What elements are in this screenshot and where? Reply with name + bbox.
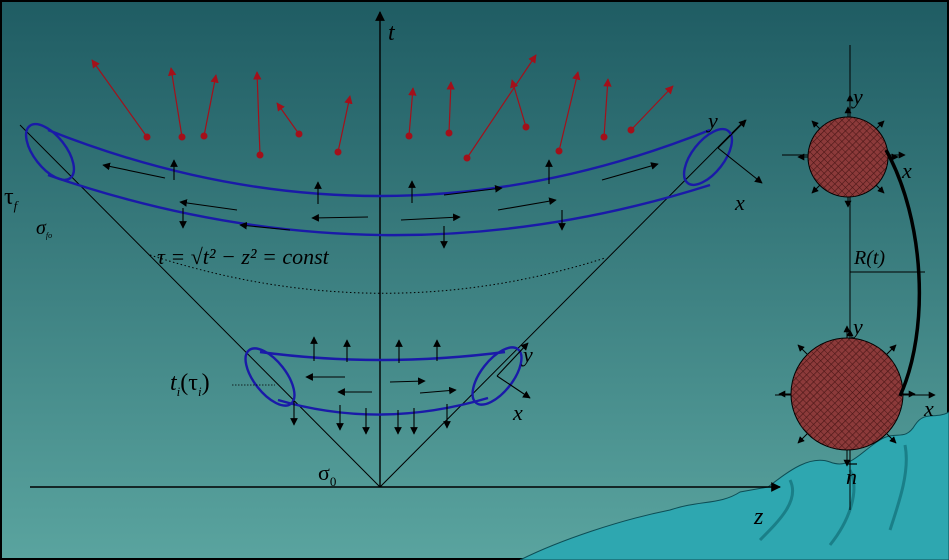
lower-flow-arrows (290, 336, 457, 435)
upper-y-label: y (706, 108, 718, 133)
mountain-shading (758, 444, 908, 546)
ti-main: t (170, 370, 178, 396)
disk-bottom-x-label: x (923, 396, 934, 421)
upper-x-label: x (734, 190, 745, 215)
ti-arg-sub: i (198, 384, 202, 399)
ti-sub: i (177, 384, 181, 399)
mountain-decoration (519, 411, 949, 560)
sigma-0-subscript: 0 (330, 474, 337, 489)
upper-flow-arrows (102, 162, 659, 231)
upper-vertical-arrows (170, 159, 566, 249)
radius-growth-curve (884, 149, 922, 397)
tau-f-subscript: f (14, 198, 20, 213)
ti-arg: (τ (180, 370, 198, 396)
tau-f-label: τf (4, 184, 20, 213)
particle-dots (143, 123, 635, 162)
ti-close: ) (202, 370, 210, 396)
sigma-0-label: σ0 (318, 460, 336, 489)
disk-bottom-y-label: y (851, 314, 863, 339)
sigma-fo-symbol: σ (36, 217, 47, 239)
tau-f-symbol: τ (4, 184, 14, 210)
constant-tau-hyperbola (149, 254, 606, 294)
lower-local-axes (496, 342, 531, 399)
normal-vector-label: n (846, 464, 857, 489)
lower-y-label: y (521, 342, 533, 367)
top-fireball-disk (782, 94, 906, 208)
hyperbola-equation: τ = √t² − z² = const (157, 244, 330, 269)
upper-local-axes (717, 119, 763, 184)
disk-top-x-label: x (901, 158, 912, 183)
t-axis-label: t (388, 20, 396, 46)
sigma-0-symbol: σ (318, 460, 330, 485)
emitted-particles (91, 54, 674, 159)
initial-tube (244, 346, 523, 416)
z-axis-label: z (753, 504, 764, 530)
radius-label: R(t) (853, 247, 885, 269)
bottom-fireball-disk (775, 325, 936, 467)
disk-top-y-label: y (851, 84, 863, 109)
sigma-fo-label: σfo (36, 217, 52, 240)
light-cone-right (379, 119, 746, 488)
freezeout-tube (24, 122, 734, 237)
lower-x-label: x (512, 400, 523, 425)
sigma-fo-subscript: fo (46, 231, 52, 240)
ti-label: ti(τi) (170, 370, 210, 399)
